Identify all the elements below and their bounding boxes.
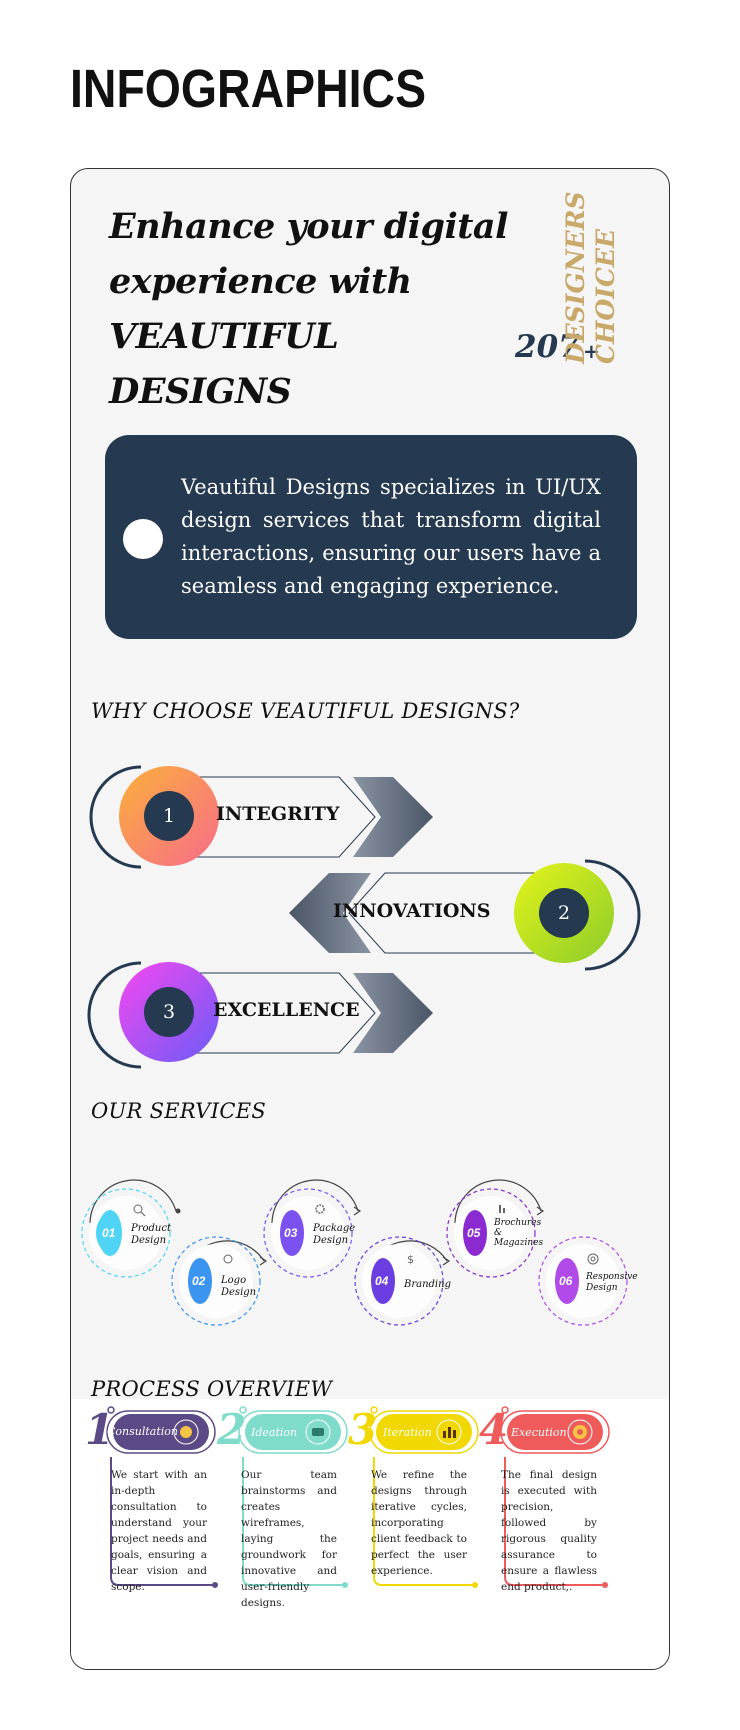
lightbulb-icon: [223, 1254, 233, 1264]
services-title: OUR SERVICES: [91, 1099, 267, 1123]
why-label: EXCELLENCE: [213, 999, 360, 1021]
headline-line: VEAUTIFUL DESIGNS: [109, 316, 339, 412]
service-label: &: [494, 1228, 502, 1238]
process-label: Execution: [511, 1426, 567, 1439]
service-label: Design: [312, 1235, 348, 1246]
why-number: 2: [557, 902, 571, 924]
process-graphic: [106, 1406, 610, 1588]
chart-icon: [499, 1205, 501, 1213]
service-label: Design: [585, 1283, 618, 1293]
page-heading: INFOGRAPHICS: [70, 59, 427, 119]
infographic-card: Enhance your digital experience with VEA…: [70, 168, 670, 1670]
intro-box: Veautiful Designs specializes in UI/UX d…: [105, 435, 637, 639]
service-02: 02 Logo Design: [171, 1236, 268, 1326]
why-label: INNOVATIONS: [333, 900, 491, 922]
chart-icon: [443, 1431, 446, 1438]
service-number: 01: [102, 1226, 116, 1240]
process-number: 2: [217, 1405, 247, 1454]
service-01: 01 Product Design: [81, 1179, 181, 1278]
service-number: 05: [467, 1226, 481, 1240]
service-label: Logo: [220, 1275, 246, 1286]
process-step-2: [238, 1406, 348, 1588]
lightbulb-icon: [180, 1426, 192, 1438]
handshake-icon: [312, 1428, 324, 1436]
why-item-innovations: [289, 859, 641, 971]
process-number: 3: [348, 1405, 378, 1454]
process-label: Ideation: [251, 1426, 298, 1439]
service-number: 06: [559, 1274, 573, 1288]
why-graphic: 01 Product Design 02 Logo Design: [71, 765, 669, 1669]
why-number: 1: [162, 805, 176, 827]
process-label: Consultation: [107, 1425, 178, 1438]
service-06: 06 Responsive Design: [538, 1236, 638, 1326]
process-number: 4: [479, 1405, 509, 1454]
bullet-dot-icon: [123, 519, 163, 559]
service-label: Design: [220, 1287, 256, 1298]
service-label: Branding: [403, 1279, 451, 1290]
service-label: Responsive: [585, 1272, 638, 1282]
service-label: Design: [130, 1235, 166, 1246]
service-number: 04: [375, 1274, 389, 1288]
service-03: 03 Package Design: [263, 1179, 362, 1278]
process-number: 1: [85, 1405, 115, 1454]
process-text: We start with an in-depth consultation t…: [111, 1469, 207, 1593]
headline-line: experience with: [109, 261, 412, 302]
process-text: We refine the designs through iterative …: [371, 1469, 467, 1577]
process-step-3: [369, 1406, 479, 1588]
service-label: Product: [130, 1223, 172, 1234]
why-item-integrity: [89, 765, 433, 869]
target-icon: [587, 1253, 599, 1265]
service-05: 05 Brochures & Magazines: [446, 1179, 545, 1278]
process-title: PROCESS OVERVIEW: [91, 1377, 333, 1401]
stat-number: 207: [515, 329, 580, 365]
process-step-4: [500, 1406, 610, 1588]
service-number: 02: [192, 1274, 206, 1288]
why-title: WHY CHOOSE VEAUTIFUL DESIGNS?: [91, 699, 520, 723]
dollar-icon: $: [407, 1253, 414, 1266]
process-text: Our team brainstorms and creates wirefra…: [241, 1469, 337, 1609]
gear-icon: [315, 1204, 325, 1214]
intro-text: Veautiful Designs specializes in UI/UX d…: [181, 475, 601, 598]
why-item-excellence: [87, 961, 433, 1069]
process-text: The final design is executed with precis…: [501, 1469, 597, 1593]
service-label: Brochures: [493, 1218, 542, 1228]
process-label: Iteration: [383, 1426, 432, 1439]
headline-line: Enhance your digital: [109, 206, 508, 247]
stat-plus: +: [583, 339, 600, 363]
service-04: 04 Branding $: [354, 1236, 451, 1326]
service-label: Magazines: [493, 1238, 543, 1248]
search-icon: [133, 1204, 143, 1214]
service-number: 03: [284, 1226, 298, 1240]
services-graphic: 01 Product Design 02 Logo Design: [81, 1179, 638, 1326]
why-number: 3: [162, 1001, 176, 1023]
hero-headline: Enhance your digital experience with VEA…: [109, 199, 529, 419]
service-label: Package: [312, 1223, 355, 1234]
process-step-1: [106, 1406, 218, 1588]
why-label: INTEGRITY: [216, 803, 340, 825]
